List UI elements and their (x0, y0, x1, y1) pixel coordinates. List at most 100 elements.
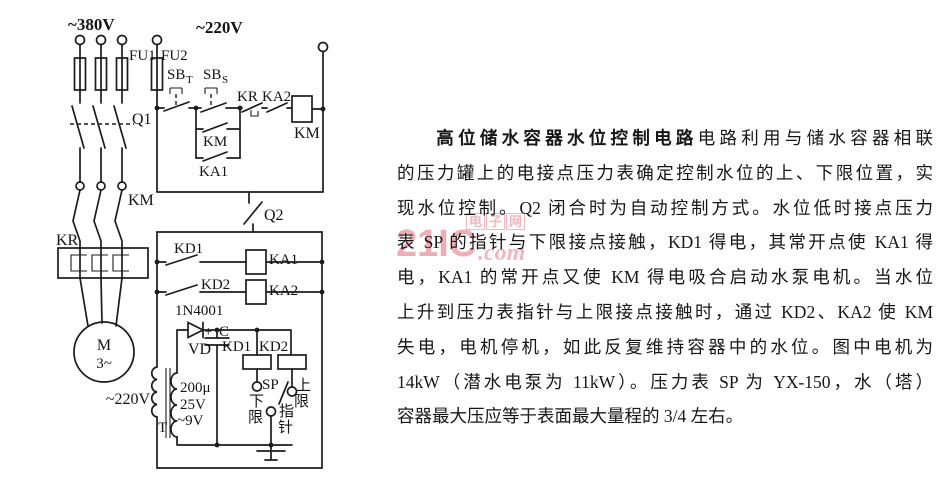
km-contact-1 (75, 181, 85, 191)
label-kd1-contact: KD1 (174, 241, 203, 257)
label-pointer-1: 指 (279, 403, 294, 420)
label-sbt-sub: T (186, 74, 193, 86)
kd1-row (156, 254, 323, 266)
motor-circle (73, 321, 135, 383)
motor-leads (79, 277, 123, 327)
label-cap-c: C (219, 324, 229, 340)
label-km-coil: KM (294, 125, 320, 142)
label-fu2: FU2 (161, 48, 188, 64)
description-line: 容器最大压应等于表面最大量程的 3/4 左右。 (397, 406, 744, 427)
label-kd2-coil: KD2 (259, 339, 288, 355)
label-q2: Q2 (264, 207, 284, 224)
label-motor-phase: 3~ (96, 356, 112, 372)
kd2-coil-box (277, 354, 307, 370)
label-sp: SP (262, 377, 279, 393)
pushbutton-stems (175, 94, 212, 107)
label-upper-1: 上 (296, 377, 311, 394)
label-220v-bottom: ~220V (106, 391, 151, 408)
label-transformer: T (158, 420, 167, 436)
description-line: 表 SP 的指针与下限接点接触，KD1 得电，其常开点使 KA1 得 (397, 232, 933, 253)
label-lower-1: 下 (249, 394, 264, 410)
transformer-core (165, 368, 171, 438)
description-title: 高位储水容器水位控制电路 (432, 128, 698, 148)
watermark-cn-boxes: 电 子 网 (466, 213, 526, 230)
diode-triangle (187, 321, 205, 339)
watermark-cn-char: 子 (486, 213, 506, 230)
q2-switch (243, 191, 263, 233)
phase-wires (79, 43, 123, 104)
diode-branch (176, 329, 292, 374)
label-220v-top: ~220V (196, 18, 243, 37)
kr-box (57, 247, 149, 279)
description-line: 现水位控制。Q2 闭合时为自动控制方式。水位低时接点压力 (397, 197, 933, 218)
watermark-cn-char: 网 (506, 213, 526, 230)
label-upper-2: 限 (294, 393, 309, 410)
kd2-row (156, 284, 323, 296)
circuit-diagram: ~380V ~220V FU1 FU2 SB T SB S Q1 KM KR K… (56, 15, 329, 469)
branch-verticals (195, 107, 241, 159)
description-line: 高位储水容器水位控制电路电路利用与储水容器相联 (397, 121, 933, 156)
watermark-suffix: .com (478, 240, 526, 266)
pushbutton-heads (169, 87, 218, 94)
description-line: 失电，电机停机，如此反复维持容器中的水位。图中电机为 (397, 336, 933, 357)
lower-limit-contact (251, 381, 263, 392)
description-line: 14kW（潜水电泵为 11kW）。压力表 SP 为 YX-150，水（塔） (397, 371, 933, 392)
label-ka1-aux: KA1 (199, 164, 228, 180)
km-contact-2 (96, 181, 106, 191)
ka2-coil-box (245, 279, 267, 305)
label-vd: VD (188, 341, 211, 358)
kd1-coil-box (242, 354, 272, 370)
supply-box (156, 231, 323, 469)
description-line-rest: 电路利用与储水容器相联 (697, 128, 933, 148)
label-ka1-coil: KA1 (269, 252, 298, 268)
pointer-arm (278, 381, 289, 405)
transformer-primary (150, 366, 158, 418)
ground-symbol (256, 444, 286, 461)
kr-hook (250, 110, 259, 117)
capacitor (204, 329, 230, 446)
kr-wires (79, 247, 123, 279)
label-cap-uf: 200μ (180, 380, 211, 396)
description-text: 高位储水容器水位控制电路电路利用与储水容器相联 的压力罐上的电接点压力表确定控制… (397, 121, 933, 434)
label-sec-v: ~9V (177, 413, 204, 429)
kr-heaters (70, 254, 129, 272)
label-km-contacts: KM (128, 192, 154, 209)
label-ka2-coil: KA2 (269, 283, 298, 299)
label-sbt: SB (167, 67, 185, 83)
label-lower-2: 限 (248, 409, 263, 426)
transformer-secondary (170, 372, 178, 438)
terminal-control (151, 34, 163, 46)
control-rails (156, 43, 324, 193)
wires-q1-km (79, 147, 123, 183)
label-motor-m: M (97, 337, 111, 354)
label-diode-model: 1N4001 (175, 303, 223, 319)
km-aux-branch (195, 122, 241, 133)
description-line: 的压力罐上的电接点压力表确定控制水位的上、下限位置，实 (397, 162, 933, 183)
fuse-3 (115, 57, 129, 91)
label-kd2-contact: KD2 (201, 277, 230, 293)
label-km-aux: KM (203, 134, 227, 150)
watermark-cn-char: 电 (466, 213, 486, 230)
label-cap-v: 25V (180, 397, 206, 413)
ka1-coil-box (245, 249, 267, 275)
label-kr-contact: KR (237, 89, 258, 105)
label-cap-plus: + (204, 324, 212, 340)
label-ka2-contact: KA2 (262, 89, 291, 105)
description-line: 上升到压力表指针与上限接点接触时，通过 KD2、KA2 使 KM (397, 301, 933, 322)
label-kr: KR (56, 232, 79, 249)
junction-dots (154, 105, 326, 448)
q1-blades (71, 105, 127, 149)
km-contact-3 (117, 181, 127, 191)
label-q1: Q1 (132, 111, 152, 128)
terminal-l1 (74, 34, 86, 46)
fuse-2 (94, 57, 108, 91)
label-pointer-2: 针 (278, 419, 293, 436)
label-kd1-coil: KD1 (222, 339, 251, 355)
label-sbs-sub: S (222, 74, 228, 86)
terminal-l2 (95, 34, 107, 46)
label-sbs: SB (203, 67, 221, 83)
ka1-aux-branch (195, 151, 241, 162)
terminal-neutral (317, 41, 329, 53)
km-blades (72, 189, 123, 249)
description-line: 电，KA1 的常开点又使 KM 得电吸合启动水泵电机。当水位 (397, 267, 933, 288)
